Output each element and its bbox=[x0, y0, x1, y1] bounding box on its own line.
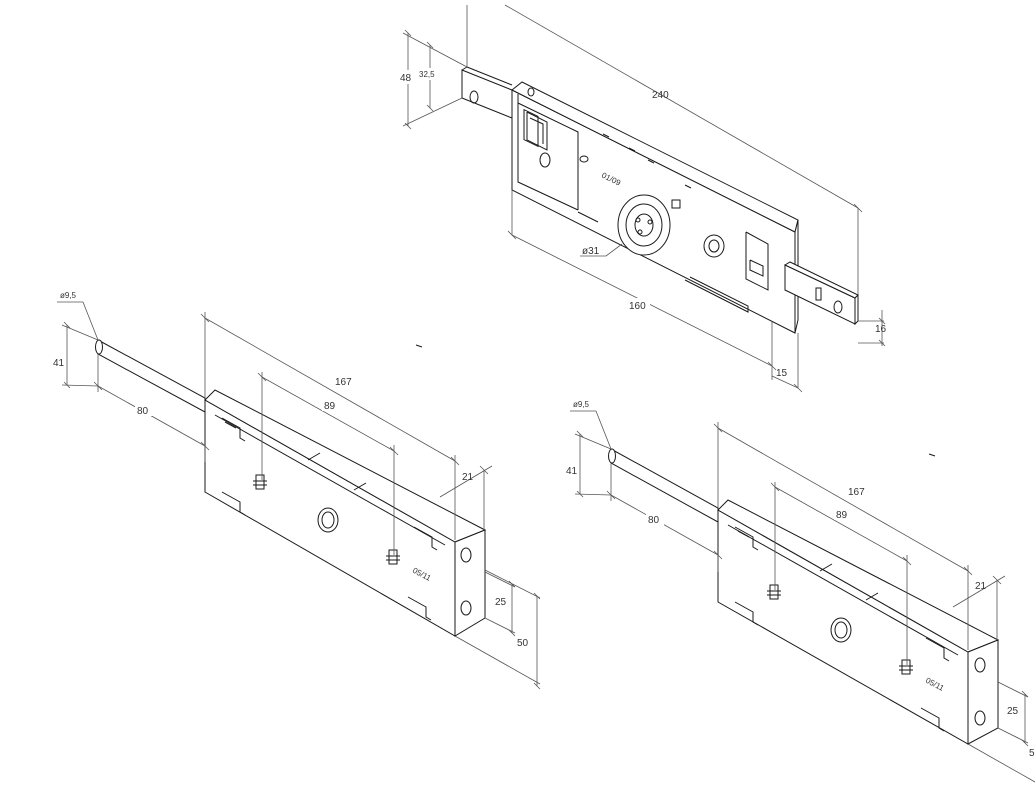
spindle-boss bbox=[703, 234, 725, 258]
br-pin bbox=[610, 448, 719, 523]
br-dim-21: 21 bbox=[975, 581, 987, 592]
bl-dim-167: 167 bbox=[335, 377, 352, 388]
br-dim-41: 41 bbox=[566, 466, 578, 477]
bl-dim-89: 89 bbox=[324, 401, 336, 412]
bl-mark-right bbox=[386, 549, 400, 565]
dim-top-dia-31: ø31 bbox=[582, 246, 600, 257]
bl-dim-dia: ø9,5 bbox=[60, 291, 77, 300]
dim-top-15: 15 bbox=[776, 368, 788, 379]
left-bolt-hole bbox=[469, 90, 479, 104]
bl-dim-80: 80 bbox=[137, 406, 149, 417]
bl-pin bbox=[97, 339, 206, 413]
bl-mark-left bbox=[253, 474, 267, 490]
left-bolt bbox=[461, 69, 513, 119]
br-mark-left bbox=[767, 584, 781, 600]
bottom-right-lock-view: 05/11 ø9,5 41 80 167 bbox=[563, 400, 1035, 783]
bl-dim-41: 41 bbox=[53, 358, 65, 369]
top-lock-view: 01/09 240 bbox=[397, 4, 887, 393]
br-dim-167: 167 bbox=[848, 487, 865, 498]
br-mark-right bbox=[899, 659, 913, 675]
dim-top-16: 16 bbox=[875, 324, 887, 335]
br-dim-dia: ø9,5 bbox=[573, 400, 590, 409]
br-dim-50: 5 bbox=[1029, 748, 1035, 759]
bl-keyhole bbox=[317, 507, 339, 533]
br-end-hole-top bbox=[974, 657, 986, 673]
dim-top-240: 240 bbox=[652, 90, 669, 101]
bottom-left-lock-view: 05/11 ø9,5 41 80 167 bbox=[50, 291, 541, 690]
bl-end-hole-top bbox=[460, 547, 472, 563]
br-dim-80: 80 bbox=[648, 515, 660, 526]
bl-dim-50: 50 bbox=[517, 638, 529, 649]
right-bolt-hole bbox=[833, 300, 843, 314]
bl-end-hole-bottom bbox=[460, 600, 472, 616]
dim-top-48: 48 bbox=[400, 73, 412, 84]
dim-top-160: 160 bbox=[629, 301, 646, 312]
bl-dim-21: 21 bbox=[462, 472, 474, 483]
br-body-end bbox=[967, 639, 999, 745]
br-dim-25: 25 bbox=[1007, 706, 1019, 717]
bl-dim-25: 25 bbox=[495, 597, 507, 608]
br-end-hole-bottom bbox=[974, 710, 986, 726]
dim-top-32-5: 32,5 bbox=[419, 70, 435, 79]
bl-body-end bbox=[454, 529, 486, 637]
br-keyhole bbox=[830, 617, 852, 643]
br-dim-89: 89 bbox=[836, 510, 848, 521]
cylinder-inner bbox=[625, 203, 663, 247]
